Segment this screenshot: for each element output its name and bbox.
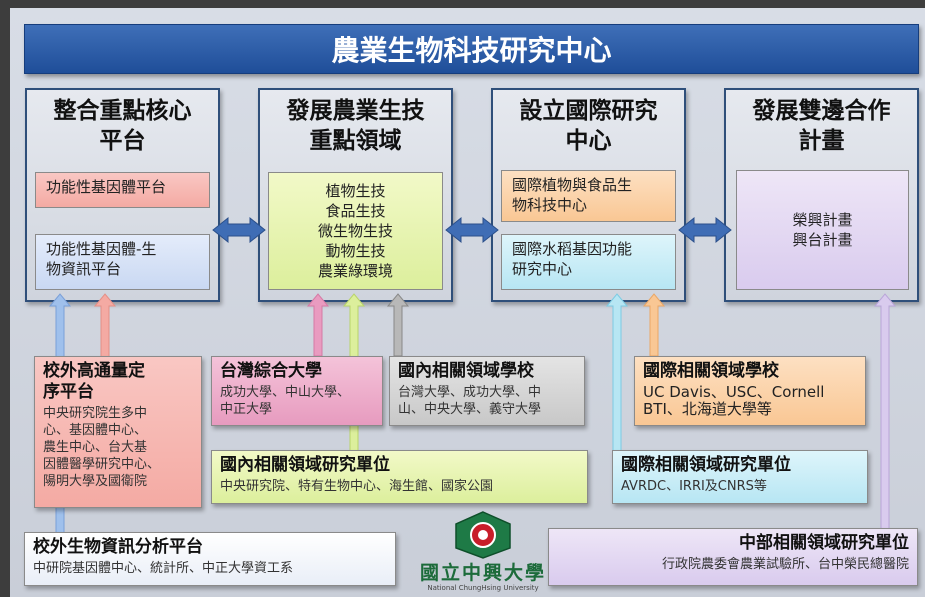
- source-title: 校外生物資訊分析平台: [33, 537, 203, 557]
- column-title: 整合重點核心 平台: [53, 98, 192, 154]
- source-title: 台灣綜合大學: [220, 361, 322, 381]
- box-genomics-bioinformatics: 功能性基因體-生 物資訊平台: [35, 234, 210, 290]
- box-intl-rice-center: 國際水稻基因功能 研究中心: [501, 234, 676, 290]
- source-body: AVRDC、IRRI及CNRS等: [621, 479, 767, 494]
- column-title: 發展農業生技 重點領域: [286, 98, 425, 154]
- source-body: 中央研究院生多中 心、基因體中心、 農生中心、台大基 因體醫學研究中心、 陽明大…: [43, 406, 161, 489]
- source-title: 中部相關領域研究單位: [739, 533, 909, 553]
- column-core-platform: 整合重點核心 平台 功能性基因體平台 功能性基因體-生 物資訊平台: [25, 88, 220, 302]
- double-arrow-icon: [445, 216, 499, 244]
- up-arrow-icon: [873, 293, 897, 531]
- column-title: 設立國際研究 中心: [519, 98, 658, 154]
- column-title: 發展雙邊合作 計畫: [752, 98, 891, 154]
- source-title: 國內相關領域研究單位: [220, 455, 390, 475]
- source-domestic-research: 國內相關領域研究單位 中央研究院、特有生物中心、海生館、國家公園: [211, 450, 588, 504]
- box-functional-genomics: 功能性基因體平台: [35, 172, 210, 208]
- box-bilateral-plans: 榮興計畫 興台計畫: [736, 170, 909, 290]
- source-intl-research: 國際相關領域研究單位 AVRDC、IRRI及CNRS等: [612, 450, 868, 504]
- source-title: 國際相關領域研究單位: [621, 455, 791, 475]
- up-arrow-icon: [642, 293, 666, 357]
- source-title: 國際相關領域學校: [643, 361, 779, 381]
- column-intl-research-center: 設立國際研究 中心 國際植物與食品生 物科技中心 國際水稻基因功能 研究中心: [491, 88, 686, 302]
- box-biotech-fields: 植物生技 食品生技 微生物生技 動物生技 農業綠環境: [268, 172, 443, 290]
- source-body: 成功大學、中山大學、 中正大學: [220, 385, 351, 417]
- source-intl-schools: 國際相關領域學校 UC Davis、USC、Cornell BTI、北海道大學等: [634, 356, 866, 426]
- source-body: UC Davis、USC、Cornell BTI、北海道大學等: [643, 383, 825, 418]
- source-external-sequencing: 校外高通量定 序平台 中央研究院生多中 心、基因體中心、 農生中心、台大基 因體…: [34, 356, 202, 508]
- source-body: 中研院基因體中心、統計所、中正大學資工系: [33, 561, 294, 576]
- double-arrow-icon: [678, 216, 732, 244]
- box-intl-plant-food-center: 國際植物與食品生 物科技中心: [501, 170, 676, 222]
- up-arrow-icon: [386, 293, 410, 357]
- university-logo: 國立中興大學 National ChungHsing University: [418, 510, 548, 597]
- diagram-title: 農業生物科技研究中心: [24, 24, 919, 74]
- source-title: 校外高通量定 序平台: [43, 361, 145, 402]
- source-external-bioinformatics: 校外生物資訊分析平台 中研院基因體中心、統計所、中正大學資工系: [24, 532, 396, 586]
- column-bilateral-cooperation: 發展雙邊合作 計畫 榮興計畫 興台計畫: [724, 88, 919, 302]
- up-arrow-icon: [93, 293, 117, 361]
- source-central-research: 中部相關領域研究單位 行政院農委會農業試驗所、台中榮民總醫院: [548, 528, 918, 586]
- source-domestic-schools: 國內相關領域學校 台灣大學、成功大學、中 山、中央大學、義守大學: [389, 356, 585, 426]
- up-arrow-icon: [605, 293, 629, 453]
- logo-subtitle: National ChungHsing University: [427, 584, 539, 592]
- nchu-emblem-icon: [455, 511, 511, 559]
- source-body: 行政院農委會農業試驗所、台中榮民總醫院: [661, 557, 909, 572]
- source-taiwan-comprehensive-univ: 台灣綜合大學 成功大學、中山大學、 中正大學: [211, 356, 383, 426]
- source-body: 台灣大學、成功大學、中 山、中央大學、義守大學: [398, 385, 542, 417]
- logo-text: 國立中興大學: [419, 562, 546, 584]
- up-arrow-icon: [306, 293, 330, 357]
- source-body: 中央研究院、特有生物中心、海生館、國家公園: [220, 479, 494, 494]
- source-title: 國內相關領域學校: [398, 361, 534, 381]
- column-agri-biotech: 發展農業生技 重點領域 植物生技 食品生技 微生物生技 動物生技 農業綠環境: [258, 88, 453, 302]
- double-arrow-icon: [212, 216, 266, 244]
